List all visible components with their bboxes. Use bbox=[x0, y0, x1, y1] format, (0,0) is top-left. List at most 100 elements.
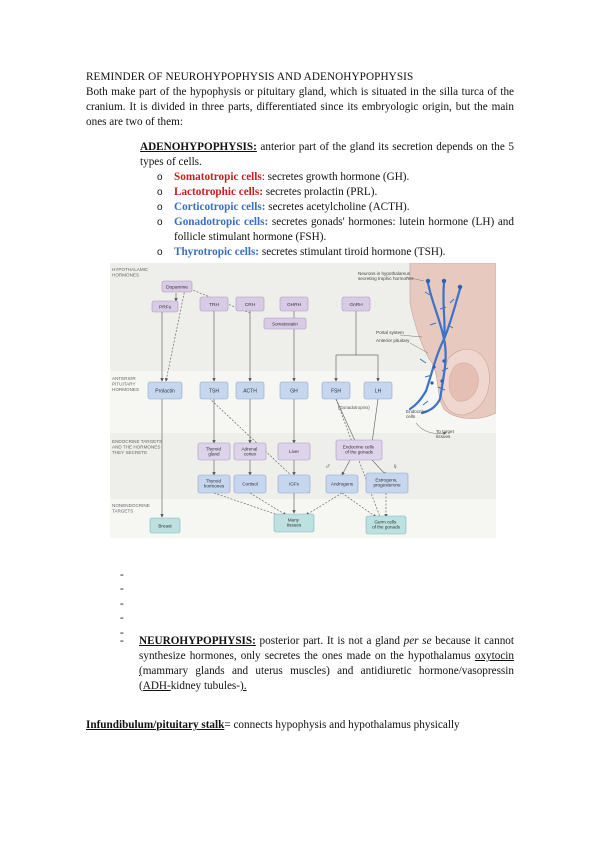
box-somatostatin bbox=[263, 317, 307, 330]
per-se-text: per se bbox=[403, 635, 432, 647]
list-marker: o bbox=[157, 247, 163, 258]
box-ghrh bbox=[279, 296, 309, 312]
cell-types-list: o Somatotropic cells: secretes growth hor… bbox=[157, 170, 514, 260]
label-germ-cells: Germ cells of the gonads bbox=[372, 520, 401, 530]
label-acth: ACTH bbox=[243, 389, 257, 395]
label-thyroid-hormones: Thyroid hormones bbox=[204, 479, 225, 489]
list-item: o Somatotropic cells: secretes growth hor… bbox=[157, 170, 514, 185]
label-igfs: IGFs bbox=[289, 482, 300, 487]
list-marker: o bbox=[157, 202, 163, 213]
label-dopamine: Dopamine bbox=[166, 285, 188, 291]
cell-type-text: secretes stimulant tiroid hormone (TSH). bbox=[259, 246, 446, 258]
list-item: - bbox=[120, 612, 124, 625]
row-label-nonendocrine: NONENDOCRINE TARGETS bbox=[112, 503, 151, 514]
box-breast bbox=[149, 517, 181, 534]
label-estrogens: Estrogens, progesterone bbox=[373, 478, 401, 488]
box-fsh bbox=[321, 381, 351, 400]
row-label-anterior: ANTERIOR PITUITARY HORMONES bbox=[112, 376, 139, 392]
box-trh bbox=[199, 296, 229, 312]
label-crh: CRH bbox=[245, 302, 256, 308]
text-run: kidney tubules- bbox=[170, 680, 240, 692]
list-marker: o bbox=[157, 187, 163, 198]
text-run: mammary glands and uterus muscles) and a… bbox=[139, 665, 514, 692]
list-item: - bbox=[120, 626, 124, 639]
list-marker: o bbox=[157, 217, 163, 228]
cell-type-name: Gonadotropic cells: bbox=[174, 216, 269, 228]
box-prolactin bbox=[147, 381, 183, 400]
annotation-anterior-pituitary: Anterior pituitary bbox=[376, 338, 410, 343]
box-endocrine-cells bbox=[335, 439, 383, 461]
text-run: posterior part. It is not a gland bbox=[255, 635, 404, 647]
list-item: - bbox=[120, 597, 124, 610]
neurohypophysis-text: NEUROHYPOPHYSIS: posterior part. It is n… bbox=[139, 634, 514, 694]
text-run: because it cannot synthesize hormones, o… bbox=[139, 635, 514, 662]
intro-paragraph: Both make part of the hypophysis or pitu… bbox=[86, 86, 514, 128]
cell-type-name: Corticotropic cells: bbox=[174, 201, 266, 213]
label-endocrine-cells: Endocrine cells of the gonads bbox=[343, 445, 375, 455]
box-androgens bbox=[325, 474, 359, 494]
label-gnrh: GnRH bbox=[349, 302, 363, 308]
label-gh: GH bbox=[290, 389, 298, 395]
annotation-to-target: To target tissues bbox=[436, 429, 455, 439]
box-germ-cells bbox=[365, 515, 407, 535]
list-item: o Corticotropic cells: secretes acetylcho… bbox=[157, 200, 514, 215]
annotation-neurons: Neurons in hypothalamus secreting trophi… bbox=[358, 271, 414, 281]
label-thyroid-gland: Thyroid gland bbox=[206, 447, 223, 457]
box-adrenal-cortex bbox=[233, 442, 267, 461]
anterior-band bbox=[110, 371, 496, 433]
adenohypophysis-term: ADENOHYPOPHYSIS: bbox=[140, 141, 257, 153]
box-dopamine bbox=[161, 280, 193, 293]
adenohypophysis-text: anterior part of the gland its secretion… bbox=[140, 141, 514, 168]
box-tsh bbox=[199, 381, 229, 400]
list-item: - bbox=[120, 583, 124, 596]
box-many-tissues bbox=[273, 513, 315, 533]
label-tsh: TSH bbox=[209, 389, 219, 395]
neurohypophysis-term: NEUROHYPOPHYSIS: bbox=[139, 635, 256, 647]
infundibulum-text: = connects hypophysis and hypothalamus p… bbox=[224, 719, 460, 731]
label-breast: Breast bbox=[158, 524, 172, 529]
box-cortisol bbox=[233, 474, 267, 494]
cell-type-text: secretes gonads' hormones: lutein hormon… bbox=[174, 216, 514, 243]
list-item: o Gonadotropic cells: secretes gonads' ho… bbox=[157, 215, 514, 245]
label-trh: TRH bbox=[209, 302, 219, 308]
label-fsh: FSH bbox=[331, 389, 341, 395]
cell-type-name: Thyrotropic cells: bbox=[174, 246, 260, 258]
box-estrogens bbox=[365, 472, 409, 494]
label-lh: LH bbox=[375, 389, 382, 395]
infundibulum-term: Infundibulum/pituitary stalk bbox=[86, 719, 225, 731]
cell-type-text: : secretes growth hormone (GH). bbox=[261, 171, 410, 183]
infundibulum-line: Infundibulum/pituitary stalk= connects h… bbox=[86, 719, 460, 731]
label-prf: PRFs bbox=[159, 305, 172, 311]
annotation-portal-system: Portal system bbox=[376, 330, 404, 335]
label-liver: Liver bbox=[289, 449, 299, 454]
row-label-hypothalamic: HYPOTHALAMIC HORMONES bbox=[112, 267, 150, 278]
box-lh bbox=[363, 381, 393, 400]
male-symbol: ♂ bbox=[325, 462, 331, 471]
box-gh bbox=[279, 381, 309, 400]
box-liver bbox=[277, 442, 311, 461]
box-igfs bbox=[277, 474, 311, 494]
female-symbol: ♀ bbox=[392, 462, 398, 471]
label-adrenal-cortex: Adrenal cortex bbox=[241, 447, 258, 457]
box-crh bbox=[235, 296, 265, 312]
pituitary-illustration bbox=[408, 263, 496, 435]
box-thyroid-gland bbox=[197, 442, 231, 461]
label-cortisol: Cortisol bbox=[242, 482, 258, 487]
empty-dash-list: - - - - - bbox=[120, 568, 124, 640]
label-ghrh: GHRH bbox=[287, 302, 302, 308]
document-heading: REMINDER OF NEUROHYPOPHYSIS AND ADENOHYP… bbox=[86, 71, 414, 83]
cell-type-name: Somatotropic cells bbox=[174, 171, 262, 183]
label-many-tissues: Many tissues bbox=[287, 518, 302, 528]
label-androgens: Androgens bbox=[331, 482, 354, 487]
adh-text: ADH- bbox=[142, 680, 171, 692]
list-marker: o bbox=[157, 172, 163, 183]
figure-diagram: HYPOTHALAMIC HORMONES ANTERIOR PITUITARY… bbox=[110, 263, 496, 538]
pituitary-hormones-figure: HYPOTHALAMIC HORMONES ANTERIOR PITUITARY… bbox=[110, 263, 496, 538]
annotation-endocrine-cells: Endocrine cells bbox=[406, 409, 428, 419]
label-somatostatin: Somatostatin bbox=[272, 322, 298, 327]
cell-type-text: secretes prolactin (PRL). bbox=[262, 186, 378, 198]
cell-type-text: secretes acetylcholine (ACTH). bbox=[265, 201, 410, 213]
closing-paren: ). bbox=[240, 680, 247, 692]
